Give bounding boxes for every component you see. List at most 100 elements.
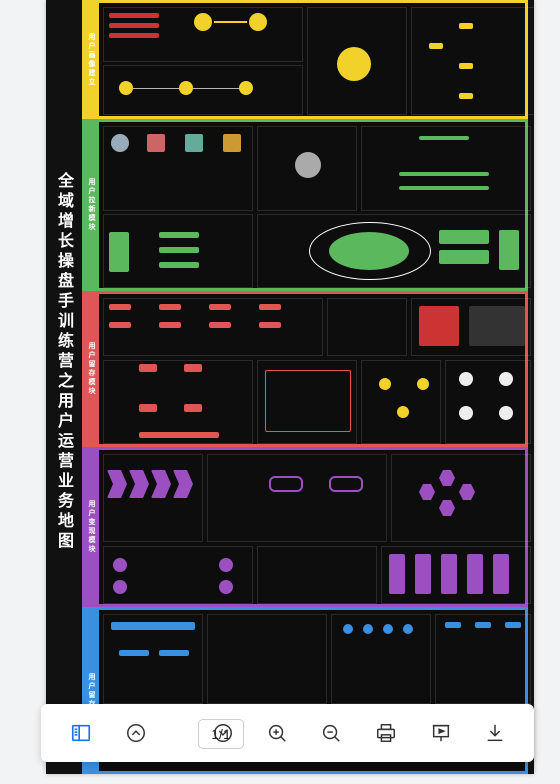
diagram-node	[111, 134, 129, 152]
diagram-node	[343, 624, 353, 634]
content-panel	[411, 7, 534, 115]
section-label-bg: 用户留存模块	[85, 294, 99, 444]
diagram-node	[419, 306, 459, 346]
content-panel	[103, 126, 253, 211]
diagram-node	[499, 230, 519, 270]
diagram-node	[439, 250, 489, 264]
diagram-node	[159, 304, 181, 310]
funnel-arrow	[151, 470, 171, 498]
diagram-node	[113, 558, 127, 572]
loop-shape	[269, 476, 303, 492]
column-block	[493, 554, 509, 594]
diagram-node	[469, 306, 525, 346]
presentation-icon	[432, 724, 450, 742]
diagram-node	[185, 134, 203, 152]
print-icon	[377, 724, 395, 742]
content-panel	[103, 214, 253, 288]
tree-node	[419, 136, 469, 140]
download-icon	[487, 724, 503, 742]
tree-node	[459, 63, 473, 69]
connector	[133, 88, 179, 89]
diagram-node	[109, 13, 159, 18]
column-block	[389, 554, 405, 594]
diagram-node	[147, 134, 165, 152]
diagram-node	[159, 650, 189, 656]
section-acquisition: 用户拉新模块	[82, 119, 531, 291]
diagram-node	[119, 81, 133, 95]
diagram-node	[295, 152, 321, 178]
hex-node	[439, 470, 455, 486]
diagram-node	[363, 624, 373, 634]
diagram-node	[445, 622, 461, 628]
section-content	[99, 122, 531, 288]
content-panel	[257, 360, 357, 444]
zoom-out-button[interactable]	[319, 721, 343, 745]
next-page-button[interactable]	[211, 721, 235, 745]
diagram-node	[499, 406, 513, 420]
diagram-node	[139, 432, 219, 438]
diagram-node	[109, 33, 159, 38]
tree-node	[459, 93, 473, 99]
section-monetization: 用户变现模块	[82, 447, 531, 607]
diagram-node	[383, 624, 393, 634]
zoom-in-button[interactable]	[265, 721, 289, 745]
table-block	[265, 370, 351, 432]
content-panel	[327, 298, 407, 356]
previous-page-button[interactable]	[124, 721, 148, 745]
diagram-node	[194, 13, 212, 31]
diagram-node	[417, 378, 429, 390]
column-block	[441, 554, 457, 594]
download-button[interactable]	[483, 721, 507, 745]
diagram-node	[209, 322, 231, 328]
section-label: 用户画像建立	[88, 32, 96, 87]
content-panel	[103, 298, 323, 356]
section-label: 用户变现模块	[88, 500, 96, 554]
diagram-node	[179, 81, 193, 95]
zoom-in-icon	[268, 724, 286, 742]
diagram-node	[219, 558, 233, 572]
funnel-arrow	[129, 470, 149, 498]
content-panel	[103, 65, 303, 115]
diagram-node	[119, 650, 149, 656]
tree-node	[399, 172, 489, 176]
diagram-node	[505, 622, 521, 628]
diagram-node	[249, 13, 267, 31]
ellipse-diagram	[309, 222, 431, 280]
diagram-node	[109, 322, 131, 328]
connector	[214, 21, 247, 23]
tree-node	[399, 186, 489, 190]
diagram-node	[209, 304, 231, 310]
content-panel	[445, 360, 531, 444]
presentation-button[interactable]	[429, 721, 453, 745]
content-panel	[207, 614, 327, 704]
content-panel	[257, 126, 357, 211]
zoom-out-icon	[322, 724, 340, 742]
column-block	[415, 554, 431, 594]
diagram-node	[184, 404, 202, 412]
content-panel	[103, 546, 253, 604]
content-panel	[361, 126, 531, 211]
diagram-node	[139, 364, 157, 372]
section-content	[99, 294, 531, 444]
section-user-profile: 用户画像建立	[82, 0, 534, 119]
diagram-node	[259, 304, 281, 310]
content-panel	[361, 360, 441, 444]
sidebar-toggle-icon	[71, 724, 91, 742]
content-panel	[381, 546, 531, 604]
section-label: 用户留存	[88, 672, 96, 709]
sidebar-toggle-button[interactable]	[69, 721, 93, 745]
print-button[interactable]	[374, 721, 398, 745]
section-label-bg: 用户变现模块	[85, 450, 99, 604]
section-label: 用户拉新模块	[88, 178, 96, 232]
content-panel	[207, 454, 387, 542]
connector	[193, 88, 239, 89]
content-panel	[257, 214, 531, 288]
hex-node	[419, 484, 435, 500]
column-block	[467, 554, 483, 594]
section-label-bg: 用户拉新模块	[85, 122, 99, 288]
content-panel	[103, 454, 203, 542]
diagram-node	[109, 23, 159, 28]
map-title-column: 全域增长操盘手训练营之用户运营业务地图	[46, 0, 82, 774]
content-panel	[307, 7, 407, 115]
content-panel	[411, 298, 531, 356]
